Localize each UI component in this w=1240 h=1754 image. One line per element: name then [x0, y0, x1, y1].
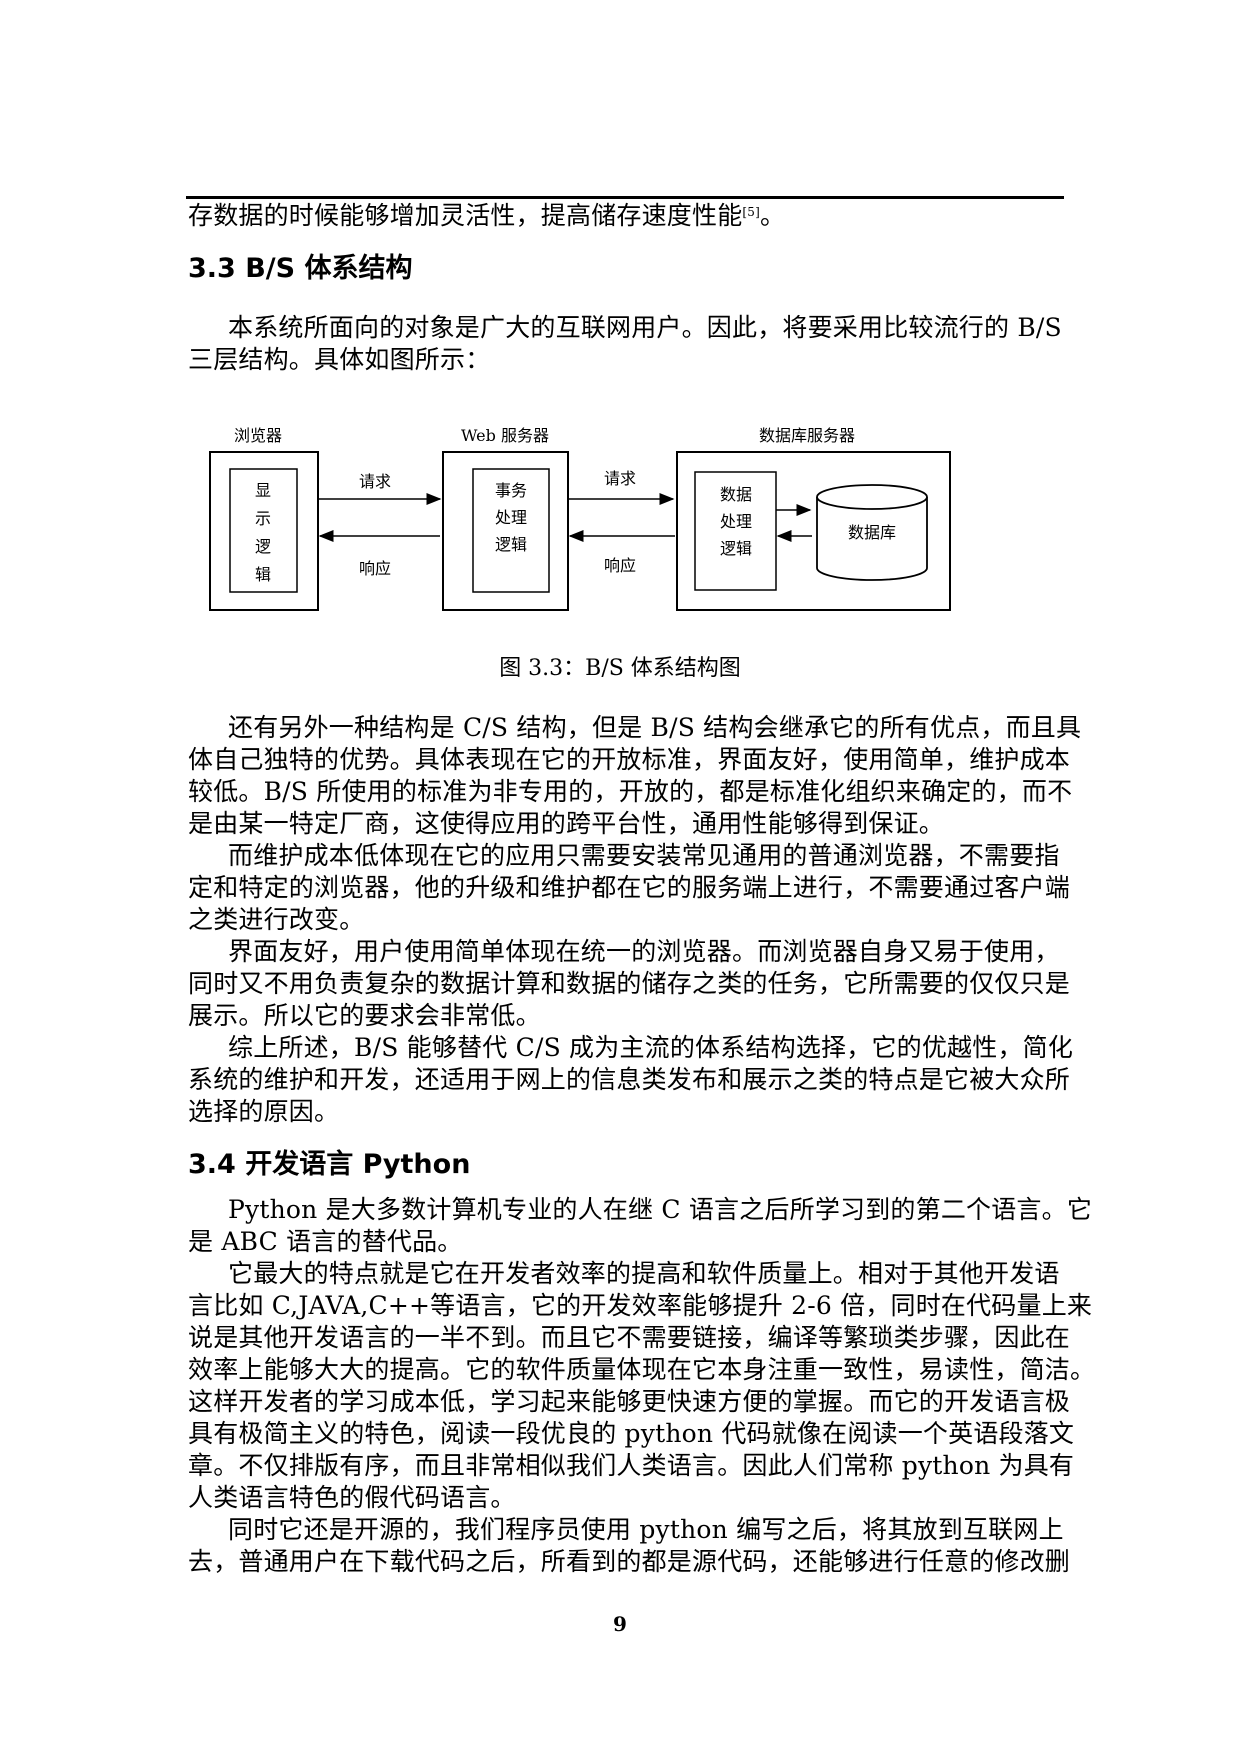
paragraph-line: 章。不仅排版有序，而且非常相似我们人类语言。因此人们常称 python 为具有 [188, 1451, 1075, 1480]
section-heading-3-3: 3.3 B/S 体系结构 [188, 253, 413, 284]
paragraph-line: 是由某一特定厂商，这使得应用的跨平台性，通用性能够得到保证。 [188, 809, 945, 838]
paragraph-line: 言比如 C,JAVA,C++等语言，它的开发效率能够提升 2-6 倍，同时在代码… [188, 1291, 1093, 1320]
database-cylinder-icon [816, 484, 928, 581]
paragraph-line: 而维护成本低体现在它的应用只需要安装常见通用的普通浏览器，不需要指 [228, 841, 1060, 870]
paragraph-line: 界面友好，用户使用简单体现在统一的浏览器。而浏览器自身又易于使用， [228, 937, 1060, 966]
svg-text:处理: 处理 [720, 512, 752, 531]
paragraph-line: 去，普通用户在下载代码之后，所看到的都是源代码，还能够进行任意的修改删 [188, 1547, 1071, 1576]
intro-line: 本系统所面向的对象是广大的互联网用户。因此，将要采用比较流行的 B/S [228, 313, 1062, 342]
paragraph-line: 选择的原因。 [188, 1097, 340, 1126]
paragraph-line: 具有极简主义的特色，阅读一段优良的 python 代码就像在阅读一个英语段落文 [188, 1419, 1075, 1448]
top-fragment: 存数据的时候能够增加灵活性，提高储存速度性能[5]。 [188, 200, 1064, 232]
paragraph-line: 定和特定的浏览器，他的升级和维护都在它的服务端上进行，不需要通过客户端 [188, 873, 1071, 902]
paragraph-line: 体自己独特的优势。具体表现在它的开放标准，界面友好，使用简单，维护成本 [188, 745, 1071, 774]
figure-caption: 图 3.3：B/S 体系结构图 [499, 656, 741, 681]
svg-text:逻辑: 逻辑 [720, 539, 752, 558]
paragraph-line: 同时它还是开源的，我们程序员使用 python 编写之后，将其放到互联网上 [228, 1515, 1064, 1544]
citation[interactable]: [5] [742, 205, 761, 219]
paragraph-line: 它最大的特点就是它在开发者效率的提高和软件质量上。相对于其他开发语 [228, 1259, 1060, 1288]
paragraph-line: 展示。所以它的要求会非常低。 [188, 1001, 541, 1030]
paragraph-line: 这样开发者的学习成本低，学习起来能够更快速方便的掌握。而它的开发语言极 [188, 1387, 1071, 1416]
fragment-end: 。 [760, 201, 786, 230]
svg-text:数据: 数据 [720, 485, 752, 504]
label-db-server: 数据库服务器 [759, 426, 855, 445]
bs-architecture-diagram: 浏览器 显 示 逻 辑 请求 响应 Web 服务器 事务 处理 逻辑 请求 响应… [209, 426, 951, 611]
svg-text:事务: 事务 [495, 481, 527, 500]
svg-text:响应: 响应 [359, 559, 391, 578]
paragraph-line: 还有另外一种结构是 C/S 结构，但是 B/S 结构会继承它的所有优点，而且具 [228, 713, 1082, 742]
db-server-box [676, 451, 951, 611]
svg-text:数据库: 数据库 [848, 523, 896, 542]
web-inner-box [472, 468, 550, 593]
paragraph-line: 人类语言特色的假代码语言。 [188, 1483, 516, 1512]
label-browser: 浏览器 [234, 426, 282, 445]
web-server-box [442, 451, 569, 611]
intro-line: 三层结构。具体如图所示： [188, 345, 491, 374]
browser-inner-box [229, 468, 298, 593]
svg-text:显: 显 [255, 481, 271, 500]
db-inner-box [694, 471, 777, 591]
svg-text:示: 示 [255, 509, 271, 528]
svg-text:辑: 辑 [255, 565, 271, 584]
paragraph-line: 是 ABC 语言的替代品。 [188, 1227, 463, 1256]
paragraph-line: 较低。B/S 所使用的标准为非专用的，开放的，都是标准化组织来确定的，而不 [188, 777, 1073, 806]
header-rule [186, 196, 1064, 199]
paragraph-line: 系统的维护和开发，还适用于网上的信息类发布和展示之类的特点是它被大众所 [188, 1065, 1071, 1094]
page-number: 9 [613, 1612, 627, 1636]
svg-text:逻辑: 逻辑 [495, 535, 527, 554]
svg-text:响应: 响应 [604, 556, 636, 575]
paragraph-line: 之类进行改变。 [188, 905, 365, 934]
svg-text:请求: 请求 [359, 472, 391, 491]
paragraph-line: 效率上能够大大的提高。它的软件质量体现在它本身注重一致性，易读性，简洁。 [188, 1355, 1096, 1384]
browser-box [209, 451, 319, 611]
label-web-server: Web 服务器 [461, 426, 549, 445]
paragraph-line: Python 是大多数计算机专业的人在继 C 语言之后所学习到的第二个语言。它 [228, 1195, 1093, 1224]
fragment-text: 存数据的时候能够增加灵活性，提高储存速度性能 [188, 201, 743, 230]
svg-text:逻: 逻 [255, 537, 271, 556]
svg-text:处理: 处理 [495, 508, 527, 527]
paragraph-line: 说是其他开发语言的一半不到。而且它不需要链接，编译等繁琐类步骤，因此在 [188, 1323, 1071, 1352]
paragraph-line: 同时又不用负责复杂的数据计算和数据的储存之类的任务，它所需要的仅仅只是 [188, 969, 1071, 998]
section-heading-3-4: 3.4 开发语言 Python [188, 1149, 471, 1180]
svg-text:请求: 请求 [604, 469, 636, 488]
paragraph-line: 综上所述，B/S 能够替代 C/S 成为主流的体系结构选择，它的优越性，简化 [228, 1033, 1074, 1062]
